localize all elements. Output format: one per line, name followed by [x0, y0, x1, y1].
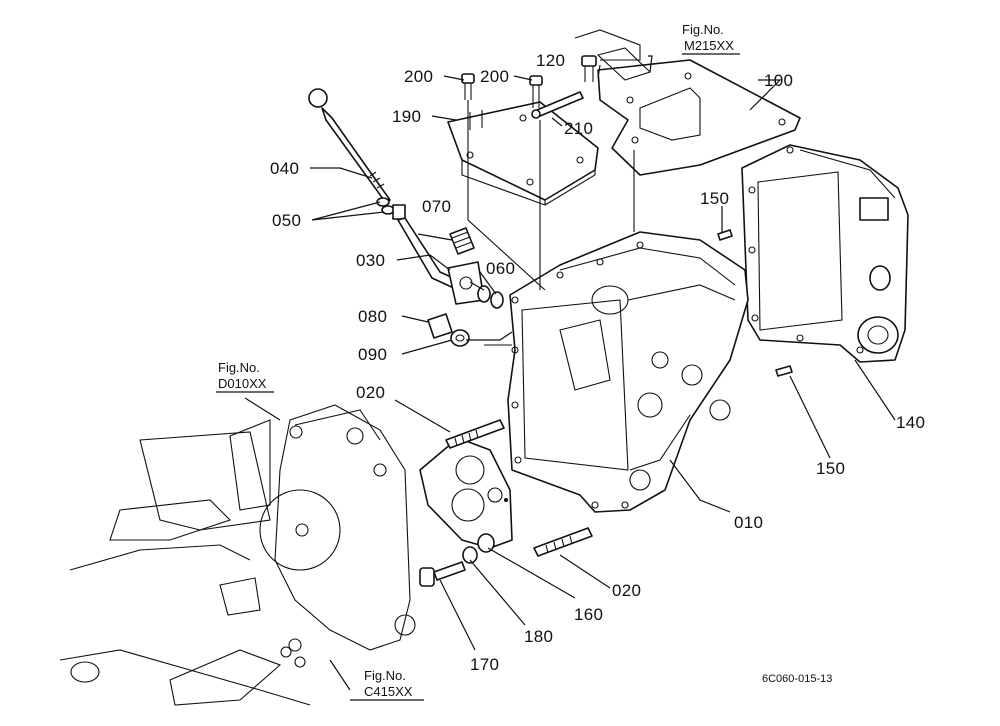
figure-ref-d010-code: D010XX [218, 376, 267, 391]
o-ring-060 [477, 285, 504, 309]
breather-070 [449, 227, 475, 255]
dipstick-040 [308, 88, 391, 204]
stud-020-lower [533, 527, 593, 557]
label-080: 080 [358, 307, 387, 326]
washer-090 [450, 329, 470, 347]
label-090: 090 [358, 345, 387, 364]
transmission-case-010 [507, 231, 749, 513]
label-030: 030 [356, 251, 385, 270]
label-040: 040 [270, 159, 299, 178]
front-assembly [59, 404, 416, 706]
figure-ref-d010: Fig.No. D010XX [216, 360, 274, 393]
label-070: 070 [422, 197, 451, 216]
label-170: 170 [470, 655, 499, 674]
label-050: 050 [272, 211, 301, 230]
figure-ref-c415-title: Fig.No. [364, 668, 406, 683]
label-060: 060 [486, 259, 515, 278]
label-150-lower: 150 [816, 459, 845, 478]
label-200-left: 200 [404, 67, 433, 86]
washer-180 [462, 546, 478, 564]
bracket-plate-190 [447, 101, 599, 206]
figure-ref-m215: Fig.No. M215XX [682, 22, 740, 55]
cover-plate [419, 437, 513, 549]
label-200-right: 200 [480, 67, 509, 86]
label-140: 140 [896, 413, 925, 432]
plug-080 [427, 313, 453, 339]
label-180: 180 [524, 627, 553, 646]
pin-210 [531, 91, 584, 119]
label-120: 120 [536, 51, 565, 70]
figure-ref-d010-title: Fig.No. [218, 360, 260, 375]
bolt-200-left [461, 73, 475, 100]
label-020-lower: 020 [612, 581, 641, 600]
bushing-160 [477, 533, 495, 553]
drawing-code: 6C060-015-13 [762, 673, 832, 685]
part-labels: 100 120 200 200 190 210 040 050 070 030 … [270, 51, 925, 674]
bolt-200-right [529, 75, 543, 108]
label-160: 160 [574, 605, 603, 624]
bracket-100 [574, 29, 801, 176]
figure-ref-m215-code: M215XX [684, 38, 734, 53]
figure-ref-c415-code: C415XX [364, 684, 413, 699]
label-020-upper: 020 [356, 383, 385, 402]
bolt-120 [581, 55, 597, 82]
pipe-030 [397, 217, 485, 305]
leader-lines [244, 55, 896, 691]
bolt-170 [419, 561, 466, 587]
figure-ref-c415: Fig.No. C415XX [350, 668, 424, 701]
label-100: 100 [764, 71, 793, 90]
label-150-upper: 150 [700, 189, 729, 208]
label-210: 210 [564, 119, 593, 138]
o-ring-050 [376, 197, 406, 220]
label-190: 190 [392, 107, 421, 126]
label-010: 010 [734, 513, 763, 532]
housing-140 [741, 144, 909, 363]
stud-020-upper [445, 419, 505, 449]
dowel-150-lower [775, 365, 793, 377]
figure-ref-m215-title: Fig.No. [682, 22, 724, 37]
dowel-150-upper [717, 229, 733, 241]
